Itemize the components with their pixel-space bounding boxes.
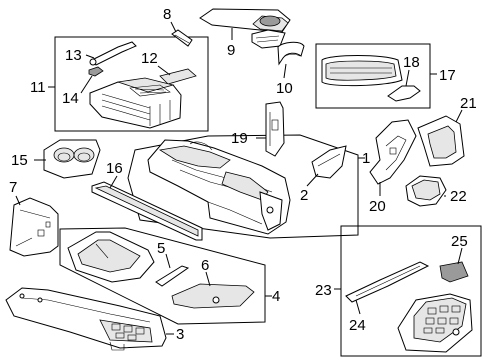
callout-24: 24	[349, 317, 366, 334]
part-1-center-console	[147, 139, 291, 235]
callout-2: 2	[300, 187, 308, 204]
callout-6: 6	[201, 257, 209, 274]
callout-21: 21	[460, 95, 477, 112]
callout-25: 25	[451, 233, 468, 250]
callout-5: 5	[157, 240, 165, 257]
part-22-shifter-cover	[405, 175, 447, 207]
callout-8: 8	[163, 6, 171, 23]
part-24-cable-bracket	[345, 261, 430, 303]
part-4-storage-tray	[67, 231, 155, 283]
callout-16: 16	[106, 160, 123, 177]
part-23-control-module	[397, 293, 473, 353]
callout-19: 19	[231, 130, 248, 147]
callout-12: 12	[141, 50, 158, 67]
callout-10: 10	[276, 80, 293, 97]
part-12-pad	[159, 68, 197, 85]
callout-15: 15	[11, 152, 28, 169]
callout-13: 13	[65, 47, 82, 64]
callout-17: 17	[439, 67, 456, 84]
part-9-armrest-lid	[199, 8, 291, 49]
callout-4: 4	[272, 288, 280, 305]
callout-22: 22	[450, 188, 467, 205]
part-10-bracket	[277, 41, 305, 66]
part-17-armrest-pad	[321, 55, 403, 87]
callout-11: 11	[30, 79, 46, 96]
group-box-23	[340, 225, 482, 357]
callout-14: 14	[62, 90, 79, 107]
part-21-trim-bezel	[417, 115, 465, 167]
group-box-11	[54, 36, 209, 132]
group-box-1	[127, 134, 359, 239]
part-13-clip	[89, 41, 137, 66]
callout-23: 23	[315, 282, 332, 299]
callout-9: 9	[227, 42, 235, 59]
group-box-4	[59, 227, 266, 325]
part-11-storage-bin	[89, 77, 182, 129]
part-6-mat	[171, 283, 255, 309]
group-box-17	[315, 43, 431, 109]
part-8-trim-strip	[171, 29, 193, 47]
part-14-retainer	[88, 66, 104, 77]
part-20-bezel	[369, 119, 417, 185]
callout-3: 3	[176, 326, 184, 343]
part-25-switch	[439, 261, 469, 283]
part-2-bracket	[311, 145, 347, 179]
callout-18: 18	[403, 54, 420, 71]
part-7-side-panel	[9, 197, 59, 257]
part-16-trim-strip	[91, 181, 203, 241]
part-5-clip	[155, 265, 190, 287]
part-19-trim-panel	[265, 101, 285, 157]
part-15-cup-holder	[43, 139, 101, 179]
callout-7: 7	[9, 179, 17, 196]
part-3-console-base	[5, 287, 167, 351]
callout-1: 1	[362, 150, 370, 167]
part-18-bracket	[387, 85, 421, 102]
callout-20: 20	[369, 198, 386, 215]
